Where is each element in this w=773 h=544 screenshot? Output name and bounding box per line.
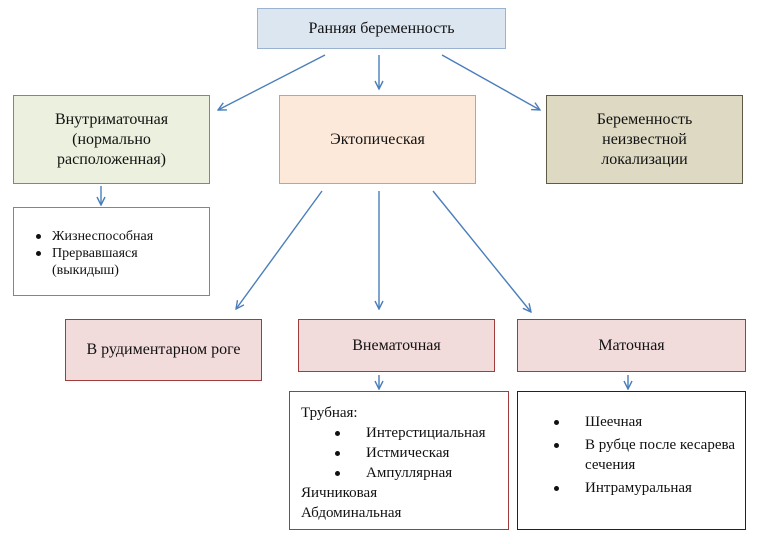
list-item: Ампуллярная (329, 463, 502, 483)
list-item: Истмическая (329, 443, 502, 463)
arrow-ectopic-to-uterine (432, 190, 531, 312)
list-item: Шеечная (536, 412, 739, 432)
uterine-types-list: Шеечная В рубце после кесарева сечения И… (517, 391, 746, 530)
list-item: Прервавшаяся (выкидыш) (30, 245, 203, 279)
node-early-pregnancy-label: Ранняя беременность (308, 19, 455, 37)
node-uterine-label: Маточная (598, 336, 665, 354)
node-extrauterine: Внематочная (298, 319, 495, 372)
intrauterine-outcomes-list: Жизнеспособная Прервавшаяся (выкидыш) (13, 207, 210, 296)
node-ectopic-label: Эктопическая (330, 130, 425, 148)
node-rudimentary-horn: В рудиментарном роге (65, 319, 262, 381)
abdominal-item: Абдоминальная (301, 505, 402, 521)
list-item: В рубце после кесарева сечения (536, 435, 739, 475)
node-uterine: Маточная (517, 319, 746, 372)
list-item: Интрамуральная (536, 478, 739, 498)
node-early-pregnancy: Ранняя беременность (257, 8, 506, 49)
ovarian-item: Яичниковая (301, 485, 378, 501)
tubal-heading: Трубная: (301, 405, 358, 421)
node-unknown-location: Беременность неизвестной локализации (546, 95, 743, 184)
node-rudimentary-horn-label: В рудиментарном роге (86, 341, 241, 358)
node-intrauterine-label: Внутриматочная (нормально расположенная) (54, 110, 169, 168)
node-extrauterine-label: Внематочная (352, 336, 441, 354)
node-ectopic: Эктопическая (279, 95, 476, 184)
list-item: Жизнеспособная (30, 228, 203, 245)
arrow-ectopic-to-horn (236, 190, 323, 309)
node-intrauterine: Внутриматочная (нормально расположенная) (13, 95, 210, 184)
extrauterine-types-list: Трубная: Интерстициальная Истмическая Ам… (289, 391, 509, 530)
node-unknown-location-label: Беременность неизвестной локализации (596, 110, 693, 168)
list-item: Интерстициальная (329, 423, 502, 443)
